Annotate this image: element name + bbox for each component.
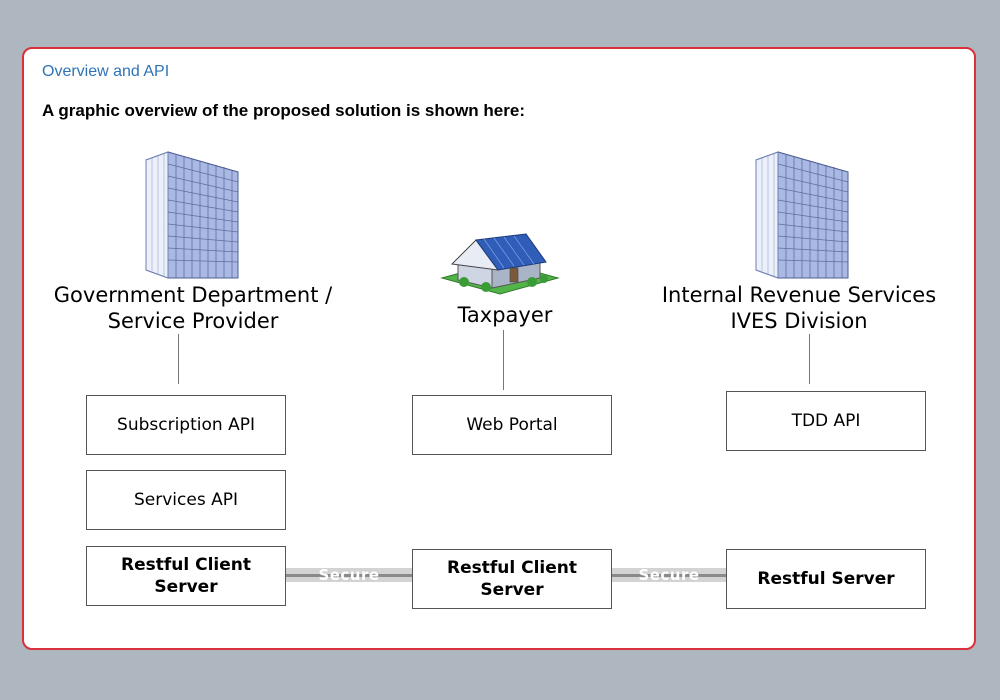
secure-channel-left: Secure — [286, 566, 412, 584]
services-api-box: Services API — [86, 470, 286, 530]
subscription-api-box: Subscription API — [86, 395, 286, 455]
office-building-icon — [145, 151, 239, 279]
office-building-icon — [755, 151, 849, 279]
taxpayer-label: Taxpayer — [457, 303, 553, 327]
taxpayer-connector — [503, 330, 504, 390]
secure-channel-label: Secure — [318, 566, 380, 584]
gov-restful-client-box: Restful Client Server — [86, 546, 286, 606]
government-label: Government Department / Service Provider — [53, 283, 333, 333]
irs-label: Internal Revenue Services IVES Division — [661, 283, 937, 333]
section-title: Overview and API — [42, 63, 170, 80]
taxpayer-restful-client-box: Restful Client Server — [412, 549, 612, 609]
house-icon — [440, 233, 560, 295]
irs-connector — [809, 334, 810, 384]
restful-server-box: Restful Server — [726, 549, 926, 609]
web-portal-box: Web Portal — [412, 395, 612, 455]
government-connector — [178, 334, 179, 384]
secure-channel-right: Secure — [612, 566, 726, 584]
intro-text: A graphic overview of the proposed solut… — [42, 101, 525, 120]
tdd-api-box: TDD API — [726, 391, 926, 451]
secure-channel-label: Secure — [638, 566, 700, 584]
